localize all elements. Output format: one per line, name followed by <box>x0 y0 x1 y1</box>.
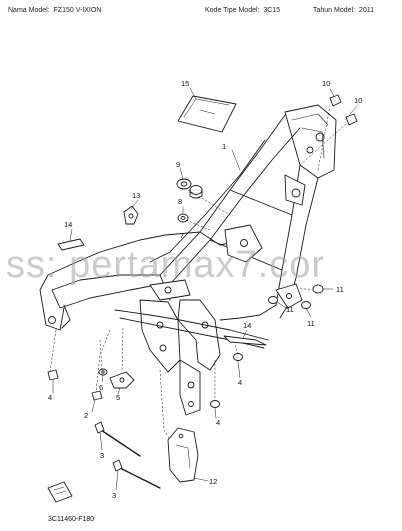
callout-11-a: 11 <box>336 285 344 294</box>
callout-4-a: 4 <box>48 393 52 402</box>
part-12-cover-plate <box>167 427 199 483</box>
part-3-bolts <box>94 421 161 489</box>
part-14-strip-b <box>223 335 267 346</box>
callout-leaders <box>52 87 358 491</box>
part-13-clamp <box>123 205 139 225</box>
callout-5: 5 <box>116 393 120 402</box>
callout-7: 7 <box>180 231 184 240</box>
model-name-value: FZ150 V-IXION <box>53 7 102 14</box>
part-1-main-frame <box>39 104 337 416</box>
callout-10-b: 10 <box>354 96 362 105</box>
part-8-collar <box>189 185 203 199</box>
callout-labels: 15 10 10 1 9 13 8 7 14 11 11 11 14 4 4 4… <box>48 79 362 500</box>
callout-11-c: 11 <box>307 319 315 328</box>
part-11-collars <box>268 284 324 309</box>
callout-2: 2 <box>84 411 88 420</box>
part-4-nuts <box>47 353 243 408</box>
callout-11-b: 11 <box>286 305 294 314</box>
callout-8: 8 <box>178 197 182 206</box>
callout-3-b: 3 <box>112 491 116 500</box>
callout-13: 13 <box>132 191 140 200</box>
callout-15: 15 <box>181 79 189 88</box>
model-name-label: Nama Model: <box>8 7 50 14</box>
callout-9: 9 <box>176 160 180 169</box>
callout-14-a: 14 <box>64 220 72 229</box>
callout-4-c: 4 <box>216 418 220 427</box>
callout-4-b: 4 <box>238 378 242 387</box>
callout-6: 6 <box>99 383 103 392</box>
part-5-bracket <box>109 371 135 389</box>
callout-10-a: 10 <box>322 79 330 88</box>
part-9-collar <box>176 178 192 190</box>
callout-14-b: 14 <box>243 321 251 330</box>
model-type-label: Kode Tipe Model: <box>205 7 260 14</box>
callout-1: 1 <box>222 142 226 151</box>
model-year-label: Tahun Model: <box>313 7 356 14</box>
part-bottom-label <box>47 481 73 503</box>
dashed-leaders <box>49 105 349 441</box>
part-14-strip-a <box>57 238 85 251</box>
model-year-field: Tahun Model: 2011 <box>313 7 374 14</box>
model-year-value: 2011 <box>358 7 374 14</box>
part-7-bushing <box>177 213 189 223</box>
model-name-field: Nama Model: FZ150 V-IXION <box>8 7 101 14</box>
model-type-field: Kode Tipe Model: 3C15 <box>205 7 280 14</box>
diagram-code: 3C11460-F180 <box>48 516 95 523</box>
part-6-washer <box>98 368 108 376</box>
callout-3-a: 3 <box>100 451 104 460</box>
callout-12: 12 <box>209 477 217 486</box>
model-type-value: 3C15 <box>263 7 281 14</box>
part-2-nut <box>91 390 103 401</box>
part-15-plate <box>177 95 237 133</box>
part-10-bolts <box>329 94 358 126</box>
